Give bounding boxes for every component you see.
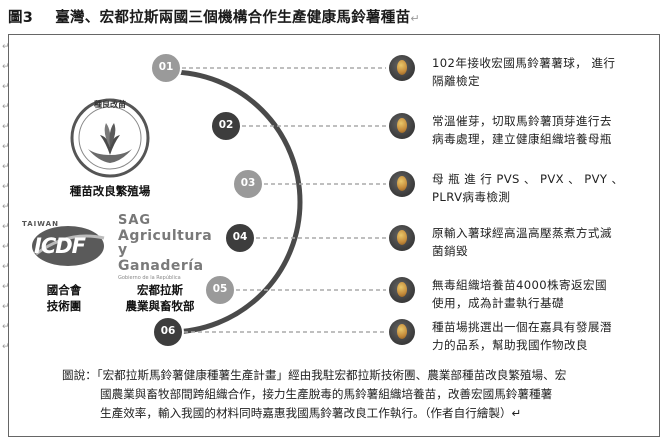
step-description-line: 力的品系，幫助我國作物改良	[432, 338, 588, 352]
figure-title-text: 臺灣、宏都拉斯兩國三個機構合作生產健康馬鈴薯種苗	[55, 10, 411, 26]
return-mark: ↵	[2, 182, 10, 192]
step-description-line: 種苗場挑選出一個在嘉具有發展潛	[432, 320, 612, 334]
step-circle	[150, 52, 182, 84]
step-number: 03	[240, 177, 256, 189]
icdf-emblem-icon	[32, 226, 105, 266]
sag-mark: SAG	[118, 213, 152, 228]
step-number: 01	[158, 61, 174, 73]
return-mark: ↵	[2, 142, 10, 152]
sag-logo-line: Agricultura	[118, 228, 213, 244]
return-mark: ↵	[2, 62, 10, 72]
return-mark: ↵	[2, 82, 10, 92]
step-description-line: 102年接收宏國馬鈴薯薯球， 進行	[432, 56, 616, 70]
step-number: 06	[160, 325, 176, 337]
potato-icon	[389, 171, 415, 197]
sag-logo-line: y Ganadería	[118, 242, 204, 274]
step-number: 02	[218, 119, 234, 131]
icdf-caption-line: 國合會	[46, 283, 82, 297]
sag-caption-line: 農業與畜牧部	[125, 299, 195, 313]
step-description-line: 原輸入薯球經高溫高壓蒸煮方式滅	[432, 226, 612, 240]
sag-caption-line: 宏都拉斯	[137, 283, 183, 297]
seed-station-logo	[70, 98, 150, 178]
icdf-logo-prefix: TAIWAN	[22, 220, 59, 228]
step-description-line: 無毒組織培養苗4000株寄返宏國	[432, 278, 608, 292]
potato-icon	[389, 277, 415, 303]
icdf-logo-text: ICDF	[34, 234, 86, 258]
sag-caption: 宏都拉斯 農業與畜牧部	[112, 282, 208, 314]
step-description-line: 使用，成為計畫執行基礎	[432, 296, 564, 310]
icdf-caption: 國合會 技術團	[30, 282, 98, 314]
sag-logo-line: Gobierno de la República	[118, 275, 181, 281]
step-description: 原輸入薯球經高溫高壓蒸煮方式滅菌銷毀	[432, 224, 644, 260]
return-mark: ↵	[2, 262, 10, 272]
step-circle	[152, 316, 184, 348]
step-number: 04	[232, 231, 248, 243]
figure-caption: 圖說：「宏都拉斯馬鈴薯健康種薯生產計畫」經由我駐宏都拉斯技術團、農業部種苗改良繁…	[62, 366, 634, 423]
icdf-logo: TAIWAN ICDF	[22, 220, 106, 270]
step-description-line: PLRV病毒檢測	[432, 190, 511, 204]
seed-station-badge-text: 種良改苗	[94, 100, 126, 109]
seed-station-caption: 種苗改良繁殖場	[69, 184, 151, 198]
sag-logo: SAG Agricultura y Ganadería Gobierno de …	[118, 213, 213, 281]
step-description-line: 常溫催芽，切取馬鈴薯頂芽進行去	[432, 114, 612, 128]
step-circle	[210, 110, 242, 142]
potato-icon	[389, 55, 415, 81]
return-mark: ↵	[2, 222, 10, 232]
return-mark: ↵	[2, 42, 10, 52]
figure-frame	[8, 34, 660, 437]
return-mark: ↵	[2, 322, 10, 332]
process-arc	[169, 69, 303, 335]
caption-line: 國農業與畜牧部間跨組織合作，接力生產脫毒的馬鈴薯組織培養苗，改善宏國馬鈴薯種薯	[100, 387, 553, 401]
step-description: 常溫催芽，切取馬鈴薯頂芽進行去病毒處理，建立健康組織培養母瓶	[432, 112, 644, 148]
figure-number: 圖3	[8, 10, 34, 26]
step-description: 無毒組織培養苗4000株寄返宏國使用，成為計畫執行基礎	[432, 276, 644, 312]
return-mark: ↵	[2, 302, 10, 312]
step-description: 種苗場挑選出一個在嘉具有發展潛力的品系，幫助我國作物改良	[432, 318, 644, 354]
step-number: 05	[212, 283, 228, 295]
return-mark: ↵	[2, 122, 10, 132]
caption-line: 圖說：「宏都拉斯馬鈴薯健康種薯生產計畫」經由我駐宏都拉斯技術團、農業部種苗改良繁…	[62, 368, 567, 382]
return-mark: ↵	[2, 162, 10, 172]
return-mark: ↵	[2, 242, 10, 252]
step-description-line: 菌銷毀	[432, 244, 468, 258]
step-circle	[204, 274, 236, 306]
step-circle	[232, 168, 264, 200]
step-description: 母 瓶 進 行 PVS 、 PVX 、 PVY 、 PLRV病毒檢測	[432, 170, 644, 206]
return-mark: ↵	[2, 202, 10, 212]
potato-icon	[389, 225, 415, 251]
return-mark: ↵	[2, 102, 10, 112]
step-description: 102年接收宏國馬鈴薯薯球， 進行隔離檢定	[432, 54, 644, 90]
step-description-line: 隔離檢定	[432, 74, 480, 88]
step-description-line: 母 瓶 進 行 PVS 、 PVX 、 PVY 、	[432, 172, 624, 186]
icdf-caption-line: 技術團	[46, 299, 82, 313]
potato-icon	[389, 319, 415, 345]
caption-line: 生產效率，輸入我國的材料同時嘉惠我國馬鈴薯改良工作執行。（作者自行繪製）↵	[100, 406, 522, 420]
return-mark: ↵	[2, 342, 10, 352]
step-circle	[224, 222, 256, 254]
potato-icon	[389, 113, 415, 139]
figure-title: 圖3 臺灣、宏都拉斯兩國三個機構合作生產健康馬鈴薯種苗↵	[8, 6, 420, 27]
step-description-line: 病毒處理，建立健康組織培養母瓶	[432, 132, 612, 146]
return-mark: ↵	[2, 282, 10, 292]
return-mark: ↵	[410, 12, 420, 25]
